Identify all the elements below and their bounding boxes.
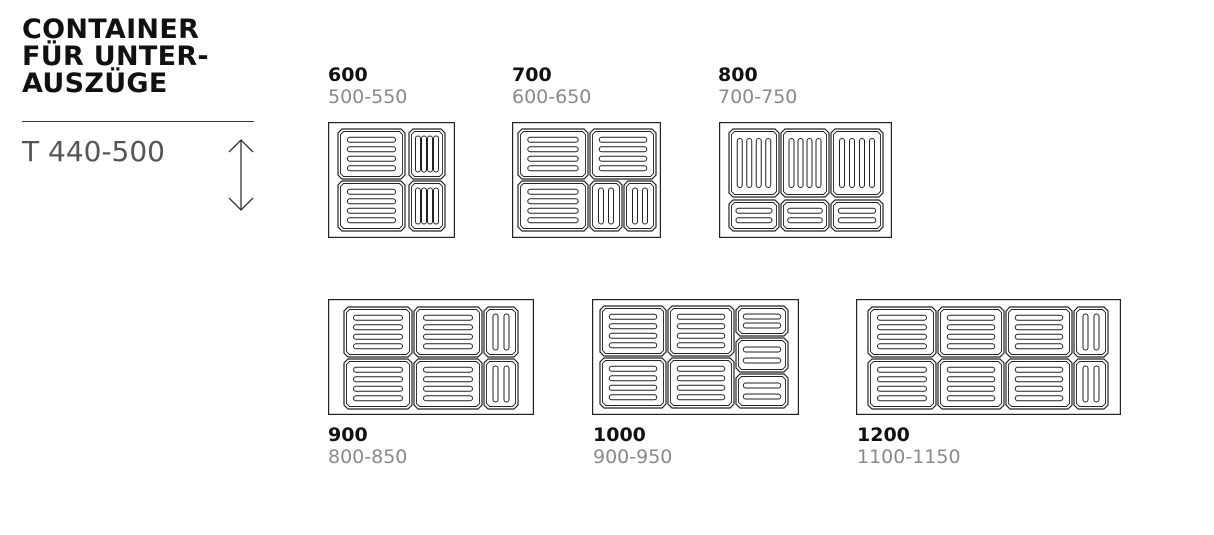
title-line: FÜR UNTER-	[22, 41, 209, 72]
tray-width: 700	[512, 64, 552, 86]
tray-range: 800-850	[328, 446, 408, 468]
tray-range: 600-650	[512, 86, 592, 108]
tray-width: 600	[328, 64, 368, 86]
tray-label-1200: 1200 1100-1150	[857, 425, 961, 469]
page-title: CONTAINER FÜR UNTER- AUSZÜGE	[22, 16, 209, 97]
tray-label-1000: 1000 900-950	[593, 425, 672, 469]
tray-width: 900	[328, 424, 368, 446]
divider	[22, 121, 254, 122]
tray-width: 1000	[593, 424, 646, 446]
tray-label-700: 700 600-650	[512, 65, 591, 109]
tray-width: 800	[718, 64, 758, 86]
tray-label-900: 900 800-850	[328, 425, 407, 469]
drawer-insert-tray-icon	[856, 299, 1121, 415]
drawer-insert-tray-icon	[328, 122, 455, 238]
drawer-insert-tray-icon	[719, 122, 892, 238]
drawer-insert-tray-icon	[328, 299, 534, 415]
tray-label-800: 800 700-750	[718, 65, 797, 109]
depth-label: T 440-500	[22, 135, 165, 168]
tray-range: 500-550	[328, 86, 408, 108]
title-line: AUSZÜGE	[22, 68, 168, 99]
tray-width: 1200	[857, 424, 910, 446]
title-line: CONTAINER	[22, 14, 200, 45]
tray-range: 700-750	[718, 86, 798, 108]
tray-range: 1100-1150	[857, 446, 961, 468]
tray-label-600: 600 500-550	[328, 65, 407, 109]
drawer-insert-tray-icon	[512, 122, 661, 238]
drawer-insert-tray-icon	[592, 299, 799, 415]
double-vertical-arrow-icon	[226, 136, 256, 220]
tray-range: 900-950	[593, 446, 673, 468]
